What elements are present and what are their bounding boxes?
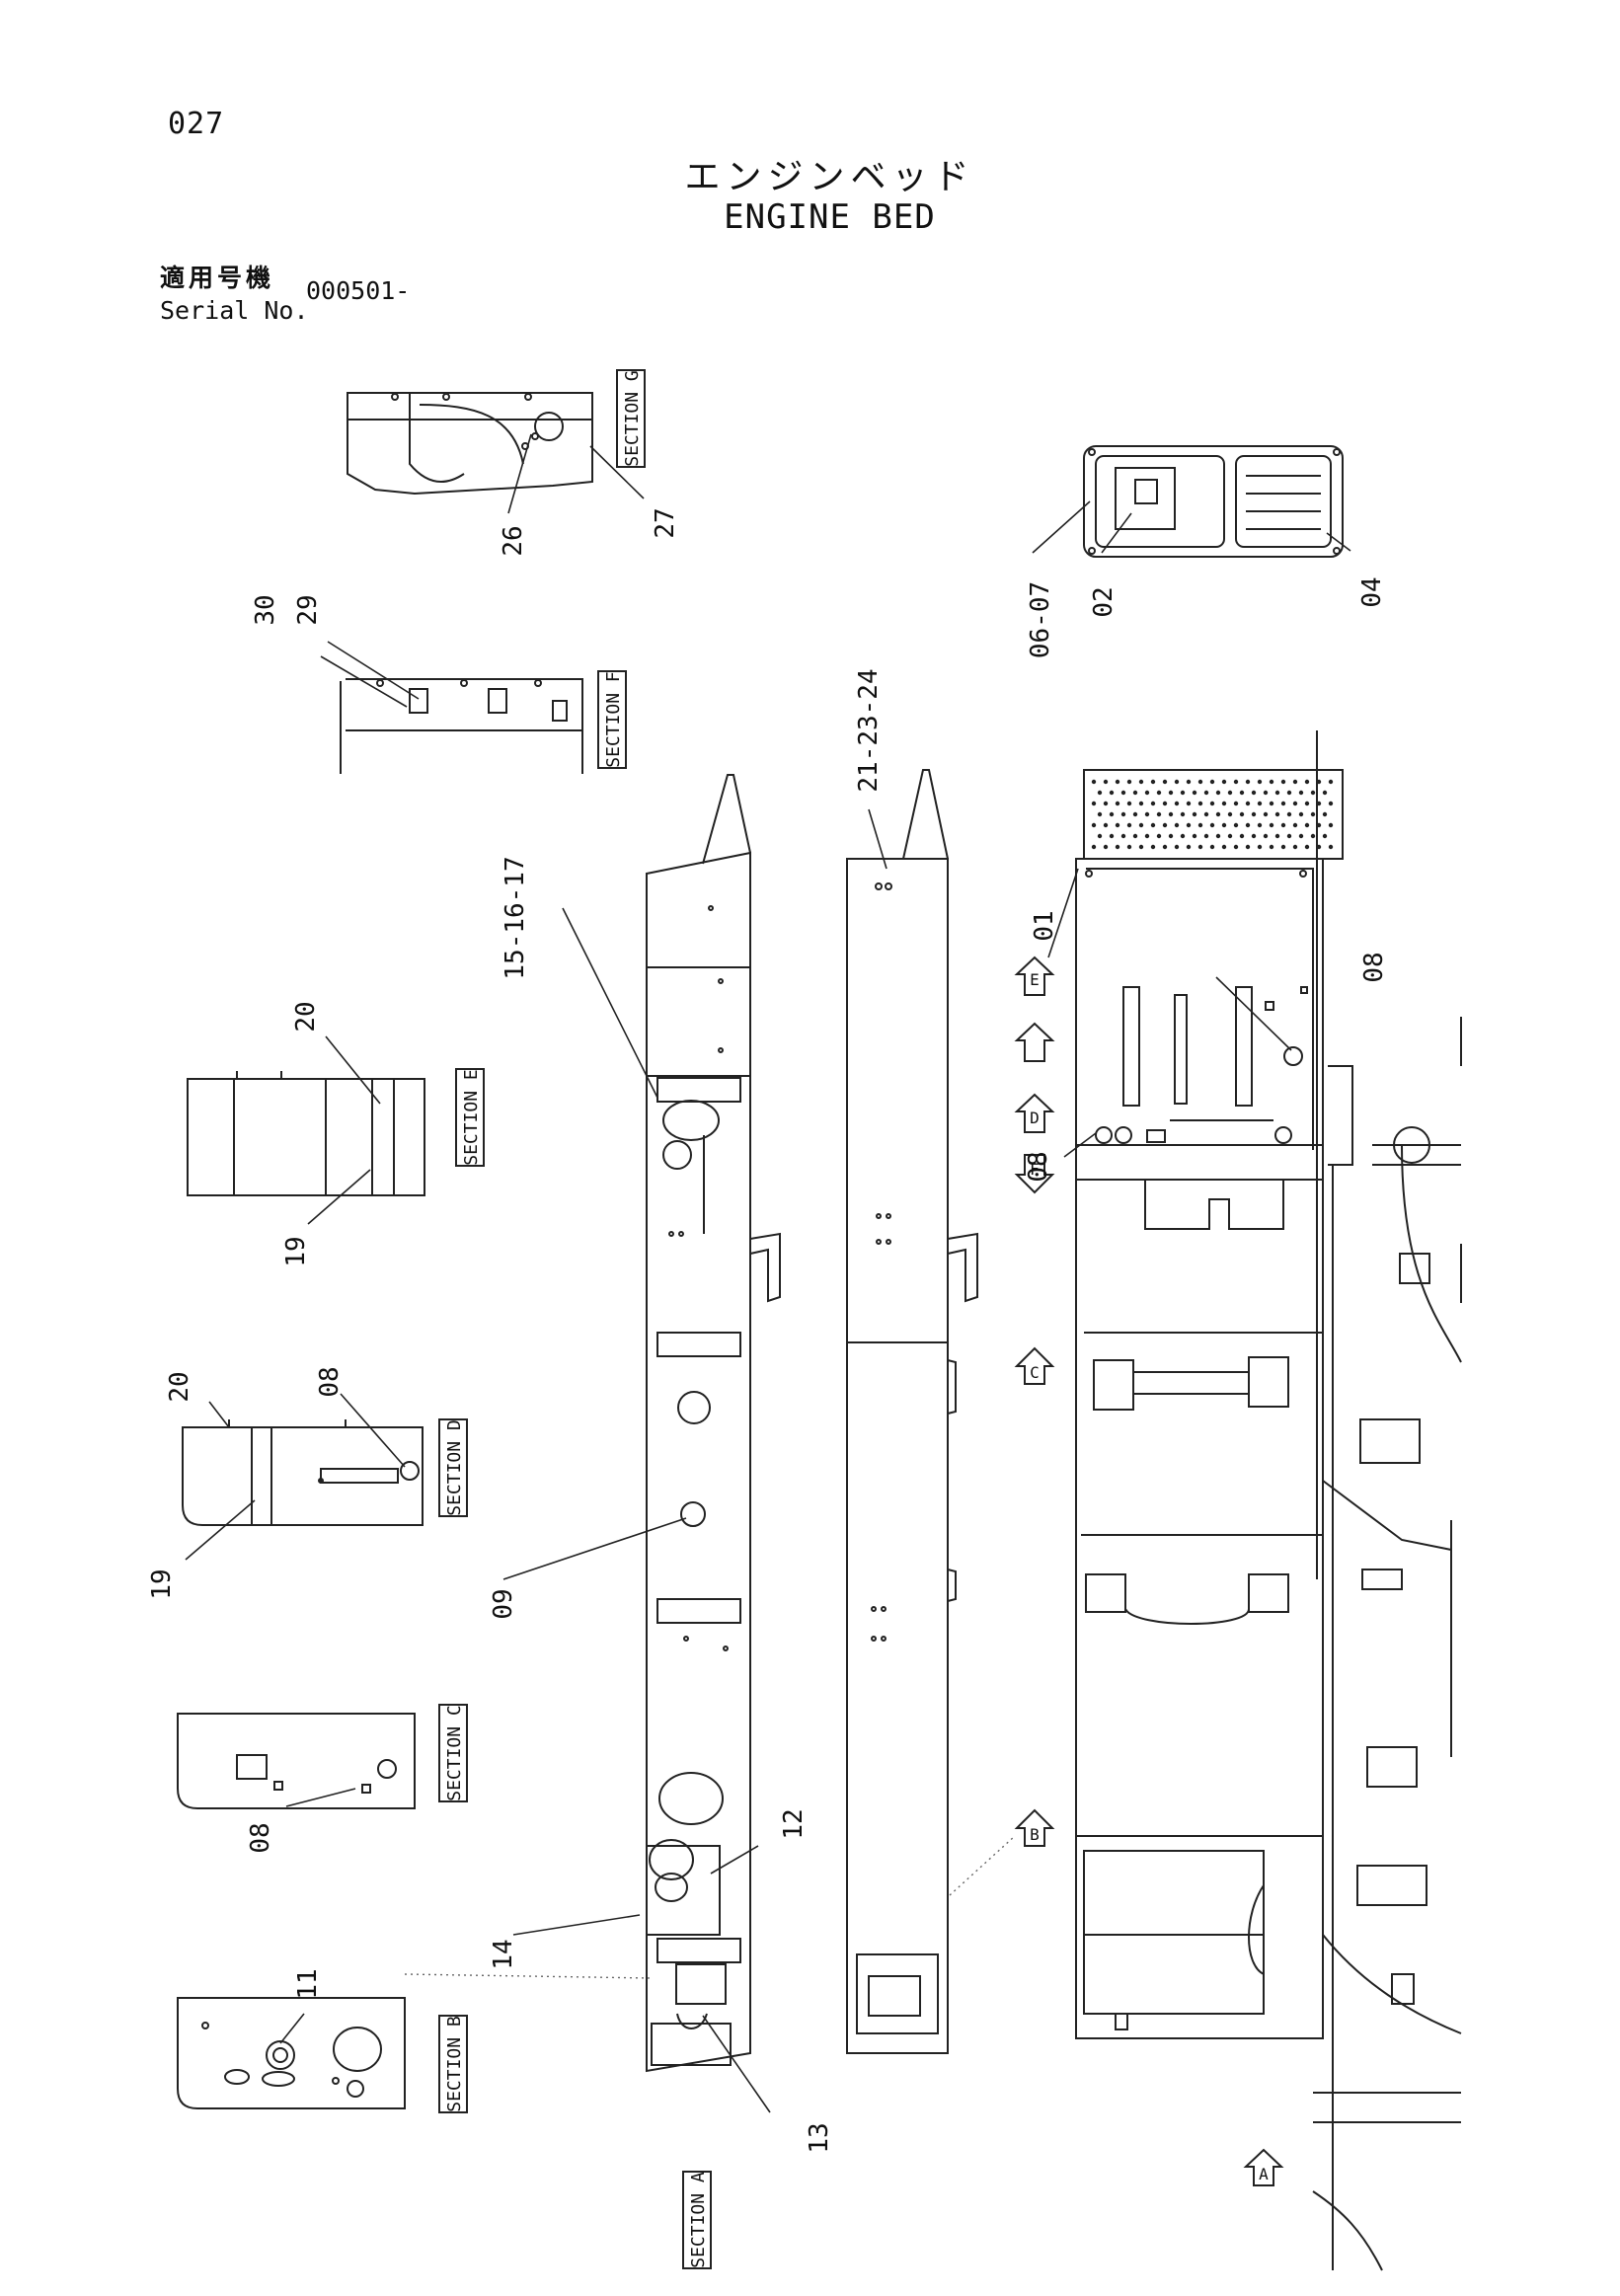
callout-09: 09 [489, 1588, 518, 1619]
section-tag-labels: SECTION G SECTION F SECTION E SECTION D … [444, 370, 709, 2268]
callout-14: 14 [489, 1939, 518, 1969]
leader-lines [185, 433, 1351, 2113]
view-marker-a: A [1259, 2165, 1269, 2183]
callout-11: 11 [293, 1968, 323, 1999]
section-d-label: SECTION D [444, 1419, 465, 1516]
callout-29: 29 [293, 594, 323, 625]
callout-06-07: 06-07 [1026, 581, 1055, 658]
applicable-serial-label-jp: 適用号機 [160, 264, 275, 292]
callout-26: 26 [499, 525, 528, 556]
adjacent-frame [1312, 730, 1462, 2271]
callout-20-d: 20 [165, 1371, 194, 1402]
callout-15-16-17: 15-16-17 [501, 856, 530, 979]
callout-12: 12 [779, 1808, 809, 1839]
page-number: 027 [168, 107, 225, 141]
callout-01: 01 [1030, 910, 1059, 941]
callout-04: 04 [1357, 576, 1387, 607]
main-side-rail [646, 774, 781, 2073]
section-d-detail [182, 1419, 424, 1526]
perforated-plate [1091, 779, 1334, 850]
part-callouts: 26 27 06-07 02 04 30 29 21-23-24 15-16-1… [147, 507, 1389, 2153]
title-japanese: エンジンベッド [684, 157, 975, 197]
view-marker-c: C [1030, 1363, 1040, 1382]
engine-bed-frame [1075, 769, 1344, 2039]
serial-number-label: Serial No. [160, 296, 309, 325]
view-marker-e: E [1030, 970, 1040, 989]
callout-21-23-24: 21-23-24 [854, 668, 884, 792]
section-b-label: SECTION B [444, 2016, 465, 2112]
section-f-label: SECTION F [603, 671, 624, 768]
callout-08-d: 08 [315, 1366, 345, 1397]
callout-02: 02 [1089, 586, 1119, 617]
view-arrows [1014, 956, 1284, 2186]
serial-number-value: 000501- [306, 276, 411, 305]
section-b-detail [177, 1997, 406, 2109]
section-tags [438, 369, 712, 2269]
section-c-label: SECTION C [444, 1705, 465, 1801]
view-marker-b: B [1030, 1825, 1040, 1844]
section-e-detail [187, 1071, 425, 1196]
view-marker-d: D [1030, 1109, 1040, 1127]
part-02-04-panel [1083, 445, 1344, 558]
view-arrow-letters: E D F C B A [1030, 970, 1269, 2183]
callout-27: 27 [651, 507, 680, 538]
section-g-label: SECTION G [622, 370, 643, 467]
callout-08-main-left: 08 [1024, 1151, 1053, 1182]
callout-19-d: 19 [147, 1569, 177, 1599]
callout-08-main-top: 08 [1359, 952, 1389, 982]
section-g-detail [347, 392, 593, 496]
inner-side-rail [846, 769, 978, 2054]
section-e-label: SECTION E [461, 1069, 482, 1166]
title-english: ENGINE BED [724, 197, 936, 237]
callout-30: 30 [251, 594, 280, 625]
callout-20-e: 20 [291, 1001, 321, 1032]
section-c-detail [177, 1713, 416, 1809]
callout-08-c: 08 [246, 1822, 275, 1853]
section-a-label: SECTION A [688, 2172, 709, 2268]
section-f-detail [340, 678, 583, 774]
view-marker-f: F [1030, 1160, 1040, 1179]
callout-13: 13 [805, 2122, 834, 2153]
callout-19-e: 19 [281, 1236, 311, 1266]
